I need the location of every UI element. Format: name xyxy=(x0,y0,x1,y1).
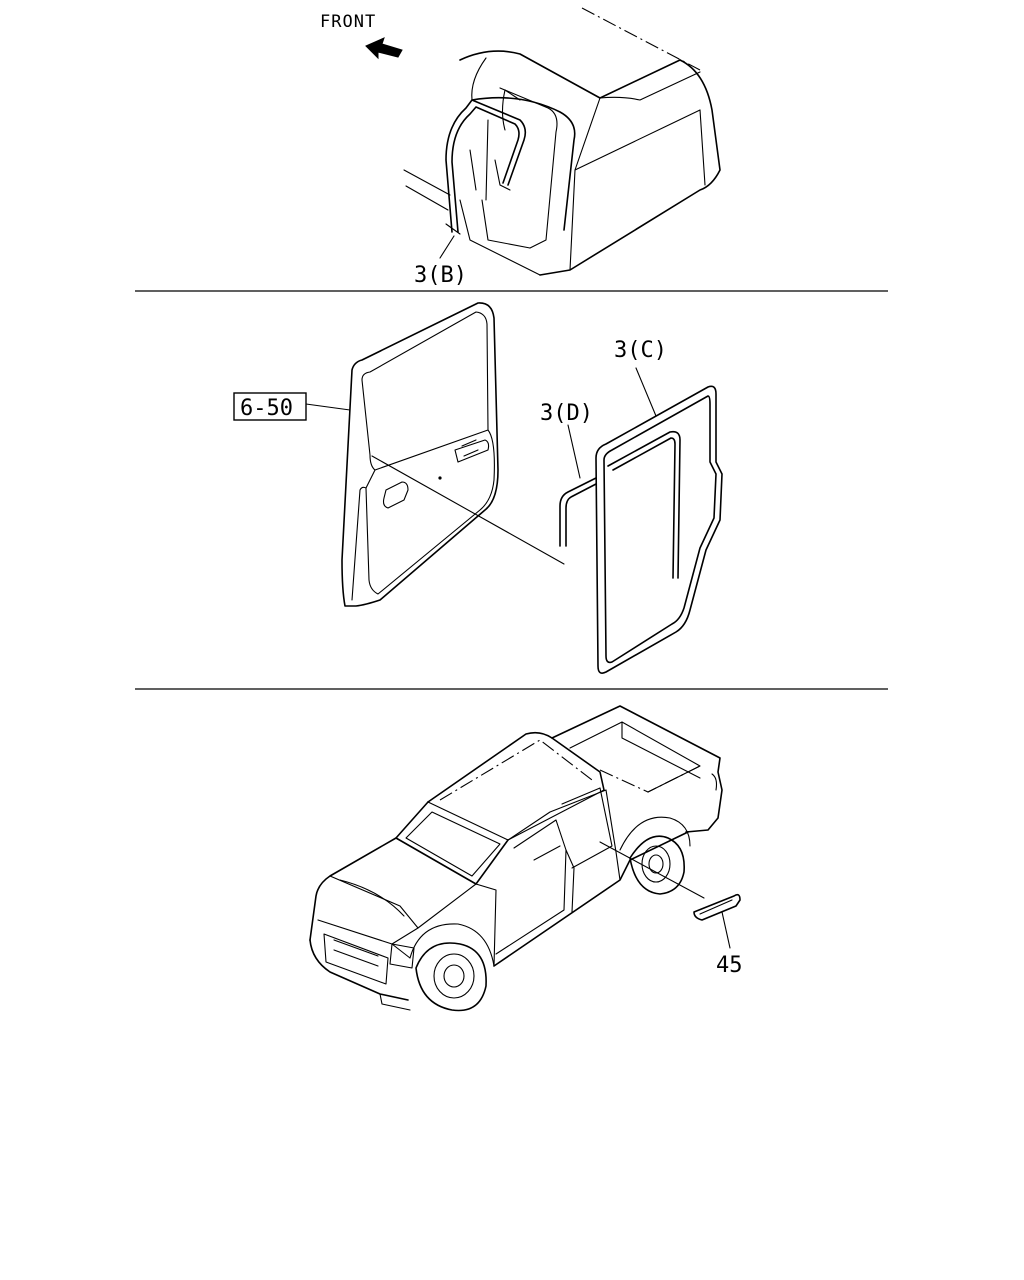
part-label-45: 45 xyxy=(716,953,743,978)
part-label-3d: 3(D) xyxy=(540,401,593,426)
panel-vehicle-overview: 45 xyxy=(309,705,743,1012)
part-label-3c: 3(C) xyxy=(614,338,667,363)
door-screw-hole xyxy=(438,476,442,480)
front-arrow-icon xyxy=(365,37,403,60)
ref-label-6-50: 6-50 xyxy=(240,396,293,421)
panel-cab-body-opening: FRONT 3(B) xyxy=(320,7,721,288)
front-label: FRONT xyxy=(320,12,376,32)
part-label-3b: 3(B) xyxy=(414,263,467,288)
ref-box-6-50 xyxy=(233,392,307,421)
panel-door-weatherstrip: 6-50 3(C) 3(D) xyxy=(233,302,723,674)
